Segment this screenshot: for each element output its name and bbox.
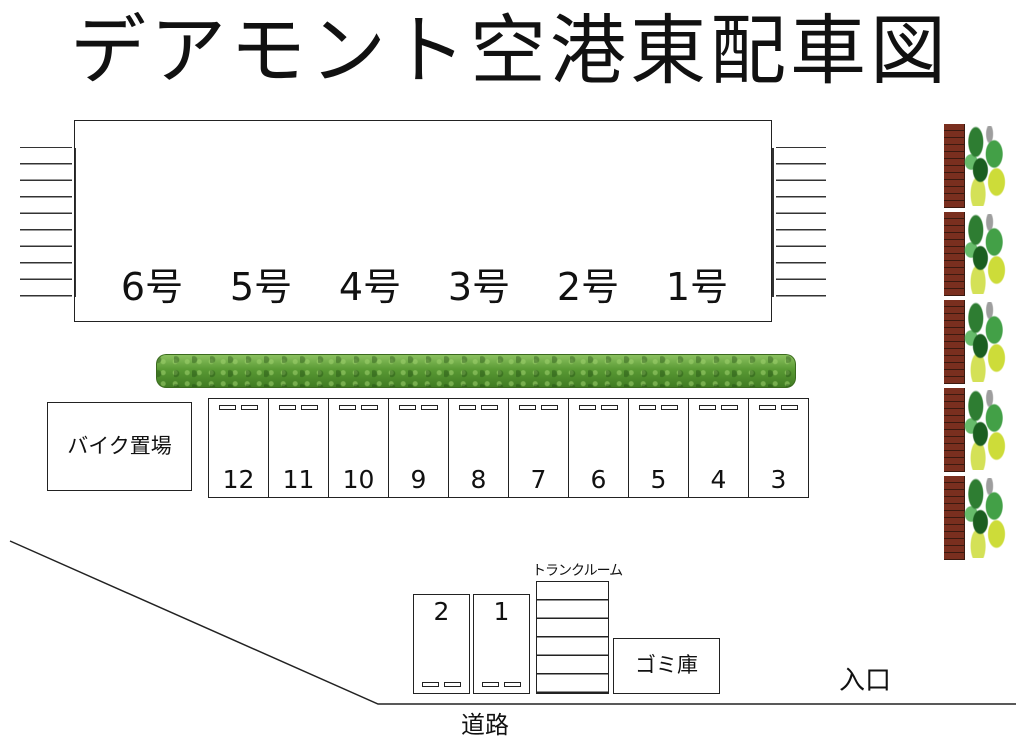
- wheel-stop-icon: [481, 405, 498, 410]
- planter-segment: [944, 388, 1008, 472]
- room-label-6: 6号: [120, 265, 184, 309]
- plant-icon: [962, 126, 1008, 206]
- wheel-stop-icon: [759, 405, 776, 410]
- wheel-stop-icon: [601, 405, 618, 410]
- planter-segment: [944, 300, 1008, 384]
- room-label-4: 4号: [338, 265, 402, 309]
- parking-space-1: 1: [473, 594, 530, 694]
- parking-space-3: 3: [748, 398, 809, 498]
- wheel-stop-icon: [519, 405, 536, 410]
- plant-icon: [962, 214, 1008, 294]
- page-title: デアモント空港東配車図: [70, 6, 950, 95]
- wheel-stop-icon: [504, 682, 521, 687]
- parking-number: 10: [342, 465, 375, 494]
- room-label-5: 5号: [229, 265, 293, 309]
- wheel-stop-icon: [301, 405, 318, 410]
- parking-space-2: 2: [413, 594, 470, 694]
- wheel-stop-icon: [421, 405, 438, 410]
- room-label-3: 3号: [447, 265, 511, 309]
- wheel-stop-icon: [399, 405, 416, 410]
- parking-number: 6: [590, 465, 607, 494]
- wheel-stop-icon: [661, 405, 678, 410]
- brick-pillar: [944, 124, 965, 208]
- parking-number: 8: [470, 465, 487, 494]
- wheel-stop-icon: [459, 405, 476, 410]
- wheel-stop-icon: [699, 405, 716, 410]
- apartment-building: [74, 120, 772, 322]
- wheel-stop-icon: [482, 682, 499, 687]
- wheel-stop-icon: [339, 405, 356, 410]
- parking-number: 7: [530, 465, 547, 494]
- right-staircase: [772, 147, 826, 297]
- parking-number: 1: [493, 597, 510, 626]
- plant-icon: [962, 302, 1008, 382]
- room-label-2: 2号: [556, 265, 620, 309]
- wheel-stop-icon: [279, 405, 296, 410]
- planter-segment: [944, 476, 1008, 560]
- brick-pillar: [944, 388, 965, 472]
- entrance-label: 入口: [838, 666, 891, 696]
- parking-number: 12: [222, 465, 255, 494]
- parking-number: 5: [650, 465, 667, 494]
- planter-segment: [944, 212, 1008, 296]
- wheel-stop-icon: [781, 405, 798, 410]
- wheel-stop-icon: [422, 682, 439, 687]
- brick-pillar: [944, 212, 965, 296]
- parking-number: 3: [770, 465, 787, 494]
- plant-icon: [962, 390, 1008, 470]
- parking-number: 9: [410, 465, 427, 494]
- road-label: 道路: [461, 711, 509, 739]
- wheel-stop-icon: [541, 405, 558, 410]
- wheel-stop-icon: [639, 405, 656, 410]
- wheel-stop-icon: [241, 405, 258, 410]
- parking-number: 11: [282, 465, 315, 494]
- plant-icon: [962, 478, 1008, 558]
- wheel-stop-icon: [579, 405, 596, 410]
- brick-wall-with-plants: [944, 124, 1008, 562]
- wheel-stop-icon: [444, 682, 461, 687]
- wheel-stop-icon: [721, 405, 738, 410]
- garbage-shed: ゴミ庫: [613, 638, 720, 694]
- hedge: [156, 354, 796, 388]
- brick-pillar: [944, 300, 965, 384]
- trunk-room-label: トランクルーム: [532, 563, 623, 579]
- bike-parking-area: バイク置場: [47, 402, 192, 491]
- trunk-room: [536, 581, 609, 694]
- road-edge-line: [9, 540, 1016, 705]
- parking-number: 4: [710, 465, 727, 494]
- planter-segment: [944, 124, 1008, 208]
- parking-number: 2: [433, 597, 450, 626]
- left-staircase: [20, 147, 76, 297]
- wheel-stop-icon: [361, 405, 378, 410]
- room-label-1: 1号: [665, 265, 729, 309]
- wheel-stop-icon: [219, 405, 236, 410]
